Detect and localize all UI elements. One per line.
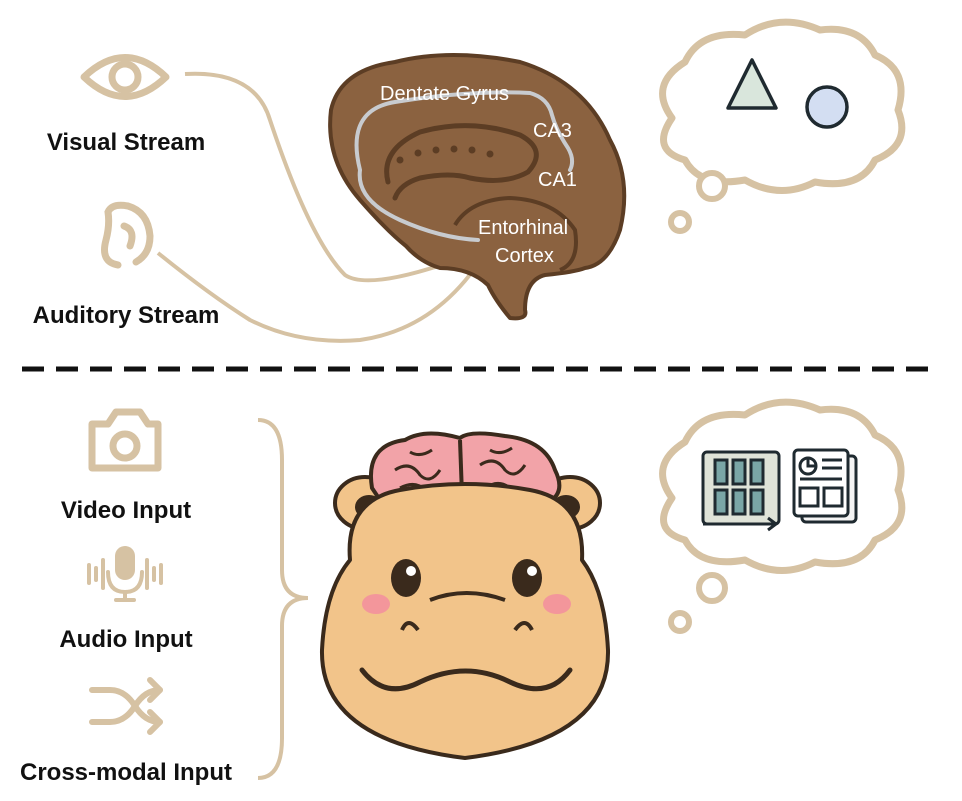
auditory-stream-connector <box>156 251 477 343</box>
camera-icon <box>88 408 162 472</box>
label-dentate-gyrus: Dentate Gyrus <box>380 83 509 105</box>
thought-cloud-bottom <box>659 398 906 634</box>
input-brace <box>257 418 309 780</box>
label-cortex: Cortex <box>495 245 554 267</box>
label-auditory-stream: Auditory Stream <box>33 302 220 329</box>
triangle-icon <box>726 58 778 110</box>
thought-cloud-top <box>659 18 906 234</box>
shuffle-icon <box>89 677 163 735</box>
visual-stream-connector <box>184 71 471 283</box>
brain-illustration: Dentate Gyrus CA3 CA1 Entorhinal Cortex <box>328 53 627 321</box>
label-video-input: Video Input <box>61 497 191 524</box>
microphone-icon <box>87 546 163 602</box>
ear-icon <box>101 201 154 269</box>
hippo-mascot <box>319 431 611 760</box>
eye-icon <box>80 54 170 100</box>
label-entorhinal: Entorhinal <box>478 217 568 239</box>
hippocampal-circuit-path <box>354 90 575 242</box>
hippo-brain <box>369 431 562 502</box>
document-report-icon <box>792 448 858 524</box>
label-visual-stream: Visual Stream <box>47 129 205 156</box>
label-ca3: CA3 <box>533 120 572 142</box>
circle-icon <box>805 85 849 129</box>
label-audio-input: Audio Input <box>59 626 192 653</box>
label-ca1: CA1 <box>538 169 577 191</box>
label-cross-modal-input: Cross-modal Input <box>20 759 232 786</box>
video-frames-icon <box>701 450 781 532</box>
